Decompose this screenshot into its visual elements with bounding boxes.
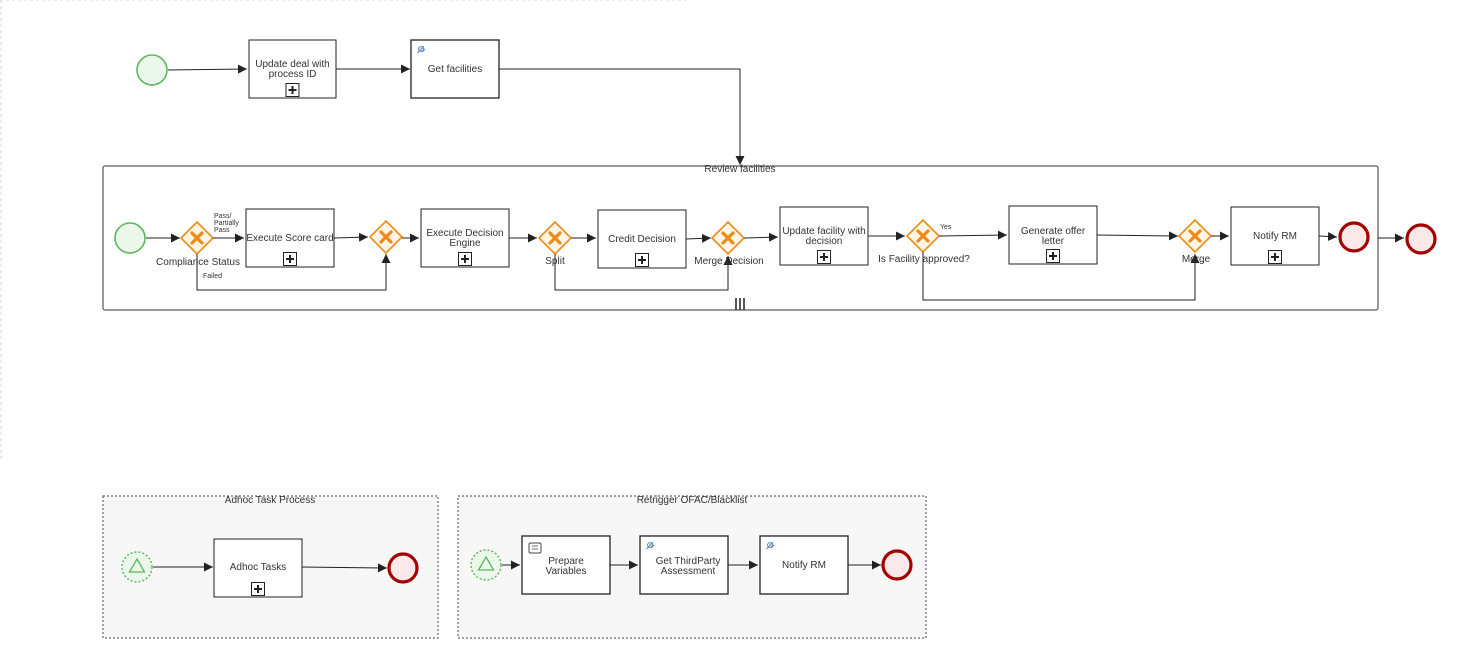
flow-merge-decision-to-update[interactable] [743,232,779,242]
gateway-compliance-label: Compliance Status [156,257,240,268]
flow-adhoc-task-to-end[interactable] [301,563,388,573]
subprocess-marker-icon[interactable] [634,252,650,268]
task-credit-decision[interactable]: Credit Decision [597,209,687,269]
task-execute-score-card[interactable]: Execute Score card [245,208,335,268]
adhoc-signal-start-event[interactable] [121,551,153,583]
task-update-deal-label-1: Update deal with [255,59,330,70]
subprocess-adhoc-title: Adhoc Task Process [225,495,315,506]
retrigger-signal-start-event[interactable] [470,549,502,581]
retrigger-end-event[interactable] [881,549,913,581]
task-thirdparty-label-2: Assessment [661,566,716,577]
task-update-facility-label-2: decision [806,236,843,247]
flow-pass-label-2: Partially [214,220,239,227]
task-decision-engine-label-2: Engine [449,238,481,249]
task-offer-letter-label-1: Generate offer [1021,226,1086,237]
task-update-facility-label-1: Update facility with [782,226,865,237]
task-offer-letter-label-2: letter [1042,236,1065,247]
adhoc-end-event[interactable] [387,552,419,584]
script-task-icon [528,542,542,554]
flow-notify-to-review-end[interactable] [1318,232,1338,241]
flow-start-to-update-deal[interactable] [167,64,248,74]
task-thirdparty-label-1: Get ThirdParty [656,556,721,567]
task-credit-decision-label: Credit Decision [608,234,676,245]
flow-yes-to-offer-letter[interactable] [938,230,1008,240]
gateway-merge-decision-label: Merge Decision [694,256,763,267]
task-execute-decision-engine[interactable]: Execute Decision Engine [420,208,510,268]
review-start-event[interactable] [114,222,146,254]
task-generate-offer-letter[interactable]: Generate offer letter [1008,205,1098,265]
task-update-deal-label-2: process ID [269,69,317,80]
flow-not-approved[interactable] [922,252,1200,301]
task-get-facilities[interactable]: Get facilities [410,39,500,99]
main-end-event[interactable] [1405,223,1437,255]
task-get-thirdparty-assessment[interactable]: Get ThirdParty Assessment [639,535,729,595]
subprocess-marker-icon[interactable] [282,251,298,267]
signal-triangle-icon [128,557,146,573]
subprocess-marker-icon[interactable] [457,251,473,267]
task-update-deal[interactable]: Update deal with process ID [248,39,337,99]
task-retrigger-notify-rm[interactable]: Notify RM [759,535,849,595]
multi-instance-marker-icon [735,298,745,310]
flow-score-to-merge[interactable] [333,232,369,242]
gateway-facility-approved-label: Is Facility approved? [878,254,970,265]
task-execute-score-label: Execute Score card [246,233,333,244]
subprocess-marker-icon[interactable] [1045,248,1061,264]
task-decision-engine-label-1: Execute Decision [426,228,503,239]
task-adhoc-label: Adhoc Tasks [230,562,287,573]
subprocess-retrigger-title: Retrigger OFAC/Blacklist [637,495,748,506]
review-end-event[interactable] [1338,221,1370,253]
main-start-event[interactable] [136,54,168,86]
task-prepare-label-2: Variables [546,566,587,577]
task-notify-rm[interactable]: Notify RM [1230,206,1320,266]
flow-failed-label: Failed [203,273,222,280]
task-notify-rm-label: Notify RM [1253,231,1297,242]
flow-offer-to-merge[interactable] [1096,231,1179,241]
task-prepare-label-1: Prepare [548,556,584,567]
flow-split-bypass[interactable] [554,254,733,291]
subprocess-review-title: Review facilities [704,164,775,175]
flow-get-facilities-to-review[interactable] [499,68,745,165]
gateway-merge-label: Merge [1182,254,1211,265]
subprocess-marker-icon[interactable] [816,249,832,265]
flow-pass-label-3: Pass [214,227,230,234]
task-get-facilities-label: Get facilities [428,64,482,75]
flow-failed[interactable] [196,254,391,291]
subprocess-marker-icon[interactable] [285,82,300,98]
task-adhoc-tasks[interactable]: Adhoc Tasks [213,538,303,598]
task-update-facility[interactable]: Update facility with decision [779,206,869,266]
signal-triangle-icon [477,555,495,571]
subprocess-marker-icon[interactable] [1267,249,1283,265]
task-retrigger-notify-label: Notify RM [782,560,826,571]
task-prepare-variables[interactable]: Prepare Variables [521,535,611,595]
flow-yes-label: Yes [940,224,952,231]
canvas-boundary [0,0,690,462]
flow-pass-label-1: Pass/ [214,213,232,220]
subprocess-marker-icon[interactable] [250,581,266,597]
flow-credit-to-merge-decision[interactable] [685,233,712,243]
